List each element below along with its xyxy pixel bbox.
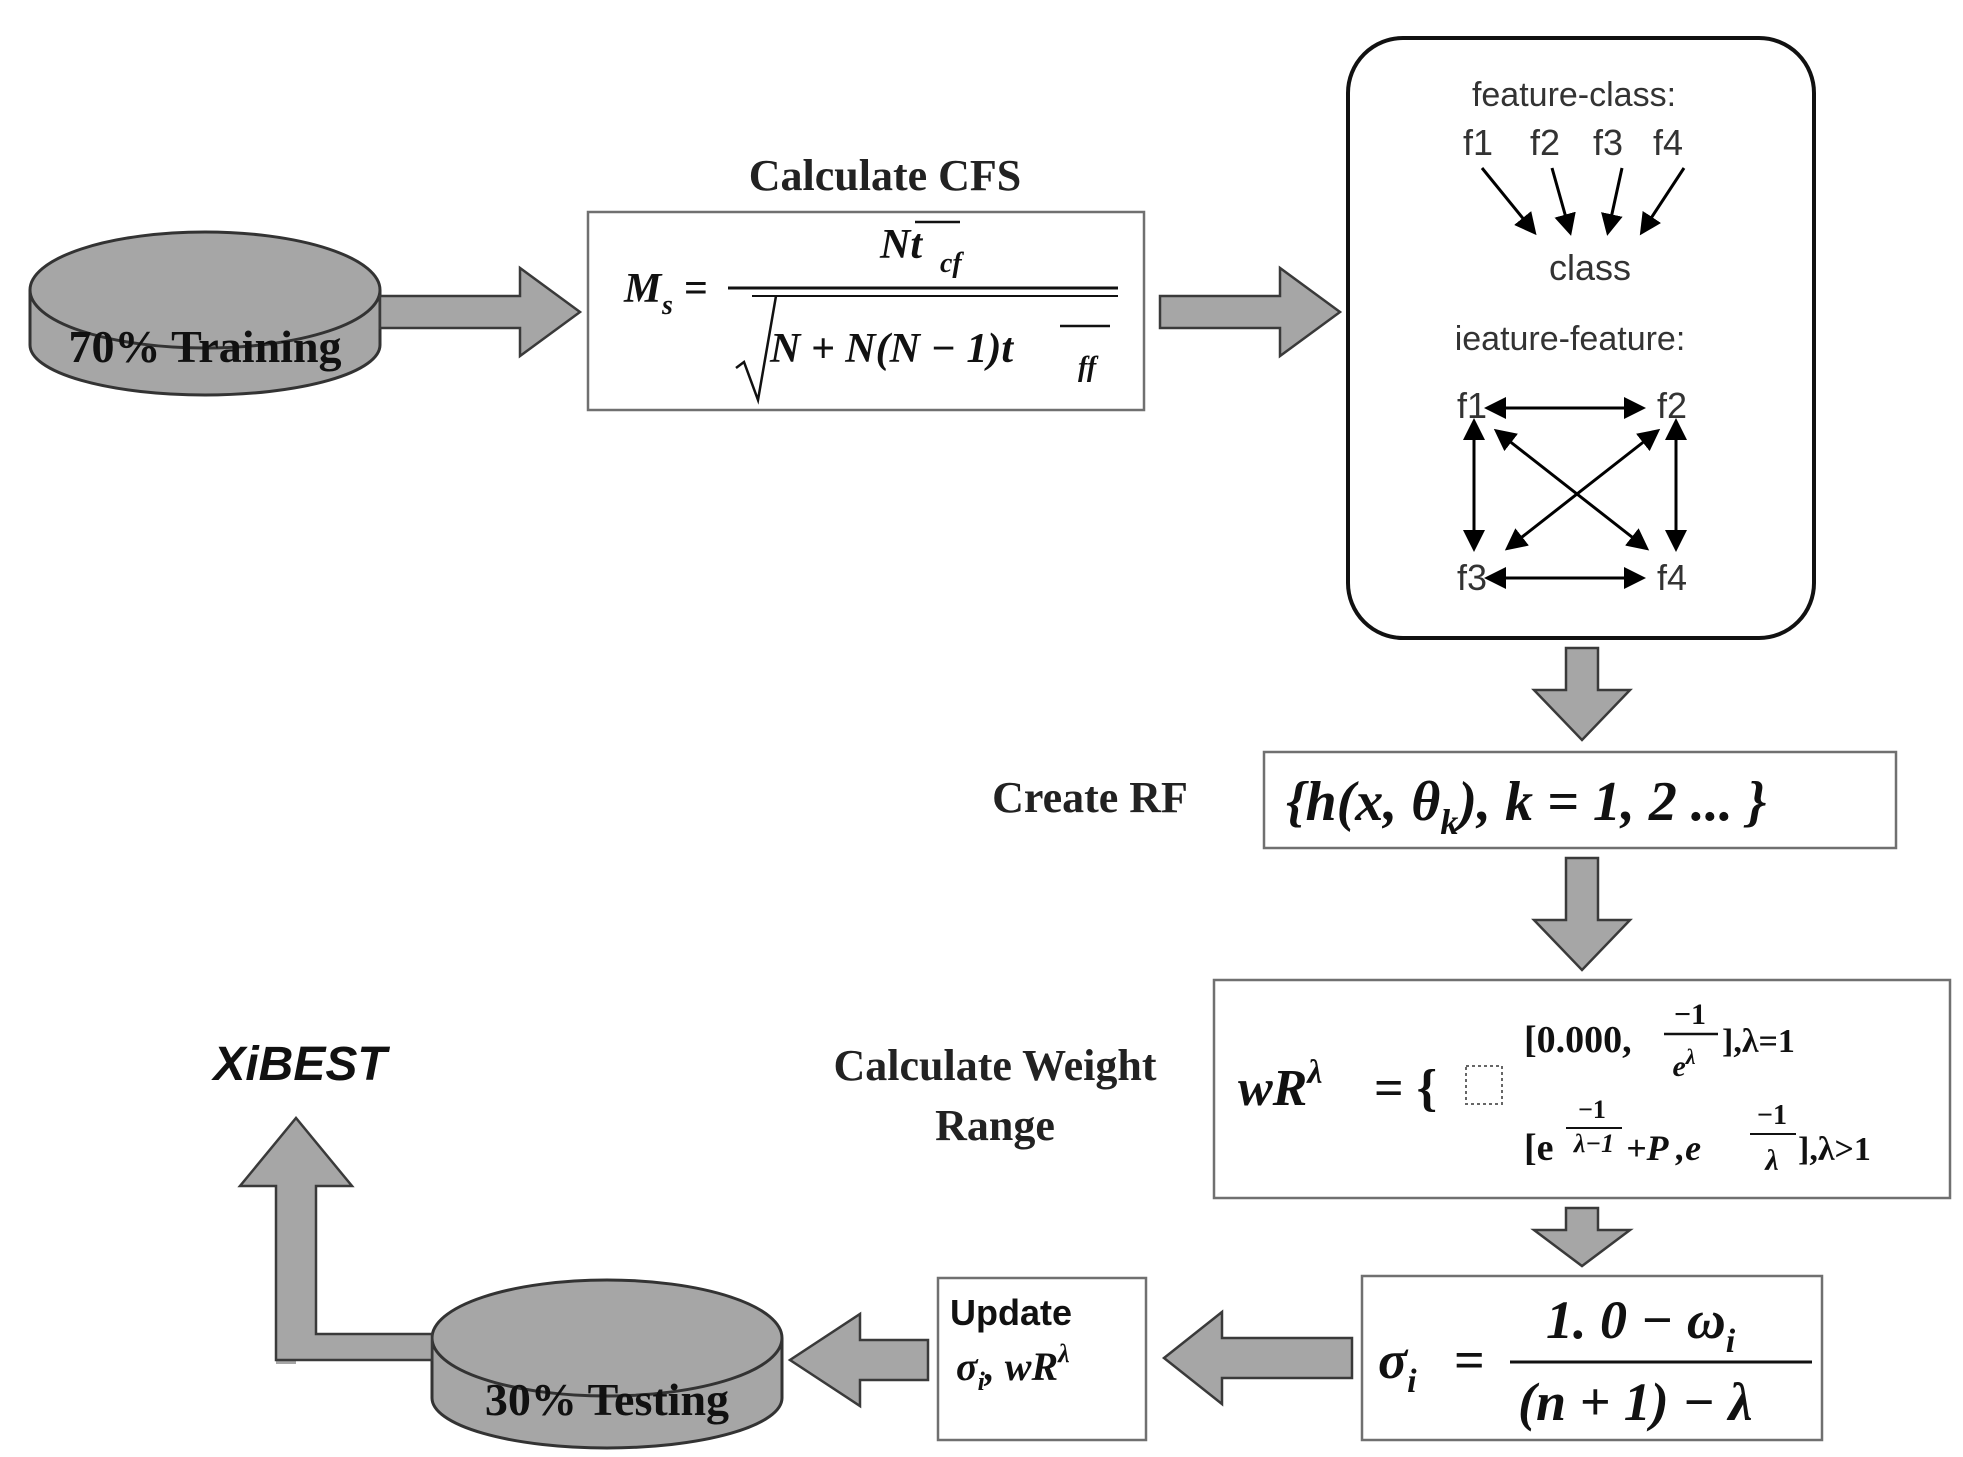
training-label: 70% Training: [68, 321, 341, 372]
cfs-lhs: M: [623, 266, 663, 312]
weight-case2-mid: +P ,e: [1626, 1128, 1701, 1168]
cfs-formula-box: M s = Nt cf N + N(N − 1)t ff: [586, 210, 1146, 412]
fc-f2: f2: [1530, 122, 1560, 163]
cfs-numerator-sub: cf: [940, 248, 964, 279]
weight-label-line2: Range: [935, 1101, 1055, 1150]
fc-f1: f1: [1463, 122, 1493, 163]
cfs-denominator-sub: ff: [1078, 352, 1099, 383]
rf-formula-box: {h(x, θk), k = 1, 2 ... }: [1262, 750, 1898, 850]
update-line2: σi, wRλ: [956, 1339, 1070, 1396]
arrow-relations-to-rf: [1531, 646, 1633, 742]
weight-case1-cond: ],λ=1: [1722, 1023, 1795, 1060]
update-box: Update σi, wRλ: [936, 1276, 1148, 1442]
weight-case2-cond: ],λ>1: [1798, 1131, 1871, 1168]
weight-equals: = {: [1374, 1060, 1437, 1117]
weight-case1-num: −1: [1674, 998, 1706, 1031]
weight-formula-box: wRλ = { [0.000, −1 eλ ],λ=1 [e −1 λ−1 +P…: [1212, 978, 1952, 1200]
weight-case2-exp2-num: −1: [1757, 1100, 1787, 1131]
arrow-weight-to-sigma: [1530, 1206, 1634, 1268]
fc-f3: f3: [1593, 122, 1623, 163]
relations-box: feature-class: f1 f2 f3 f4 class ieature…: [1346, 36, 1816, 640]
placeholder-box: [1465, 1065, 1503, 1105]
arrow-testing-to-output: [237, 1116, 434, 1362]
ff-f3: f3: [1457, 557, 1487, 598]
weight-case1-den: eλ: [1672, 1044, 1695, 1083]
weight-case2-exp2-den: λ: [1763, 1144, 1778, 1177]
testing-label: 30% Testing: [485, 1374, 729, 1425]
weight-case1-open: [0.000,: [1524, 1019, 1632, 1061]
fc-f4: f4: [1653, 122, 1683, 163]
cfs-numerator: Nt: [879, 222, 923, 268]
sigma-formula-box: σi = 1. 0 − ωi (n + 1) − λ: [1360, 1274, 1824, 1442]
class-label: class: [1549, 247, 1631, 288]
weight-case2-base: [e: [1524, 1127, 1554, 1169]
sqrt-sign: [735, 295, 778, 405]
feature-class-title: feature-class:: [1472, 76, 1676, 114]
sigma-denominator: (n + 1) − λ: [1518, 1372, 1752, 1432]
arrow-update-to-testing: [787, 1311, 930, 1409]
arrow-sigma-to-update: [1161, 1309, 1354, 1407]
sigma-equals: =: [1454, 1330, 1485, 1390]
feature-feature-title: ieature-feature:: [1455, 320, 1686, 358]
output-label: XiBEST: [210, 1038, 390, 1091]
cfs-equals: =: [684, 266, 708, 312]
sigma-lhs: σi: [1378, 1330, 1417, 1400]
fc-arrow-4: [1639, 167, 1686, 236]
weight-lhs: wRλ: [1238, 1054, 1322, 1117]
cfs-lhs-sub: s: [661, 290, 673, 321]
cfs-denominator: N + N(N − 1)t: [769, 326, 1014, 372]
weight-label-line1: Calculate Weight: [833, 1041, 1156, 1090]
arrow-cfs-to-relations: [1158, 265, 1343, 359]
cfs-title: Calculate CFS: [749, 151, 1022, 200]
create-rf-label: Create RF: [992, 773, 1188, 822]
ff-f1: f1: [1457, 385, 1487, 426]
training-database: 70% Training: [28, 230, 382, 397]
ff-f4: f4: [1657, 557, 1687, 598]
rf-formula: {h(x, θk), k = 1, 2 ... }: [1286, 771, 1766, 842]
ff-arrow-f2-f3: [1504, 428, 1661, 551]
weight-case2-exp-num: −1: [1578, 1095, 1606, 1124]
ff-f2: f2: [1657, 385, 1687, 426]
sigma-numerator: 1. 0 − ωi: [1546, 1290, 1736, 1360]
testing-database: 30% Testing: [276, 1278, 784, 1450]
arrow-training-to-cfs: [378, 265, 583, 359]
arrow-rf-to-weight: [1531, 856, 1633, 972]
fc-arrow-2: [1550, 167, 1576, 236]
weight-case2-exp-den: λ−1: [1573, 1129, 1614, 1158]
update-line1: Update: [950, 1292, 1072, 1333]
fc-arrow-3: [1601, 167, 1624, 236]
fc-arrow-1: [1480, 167, 1537, 236]
